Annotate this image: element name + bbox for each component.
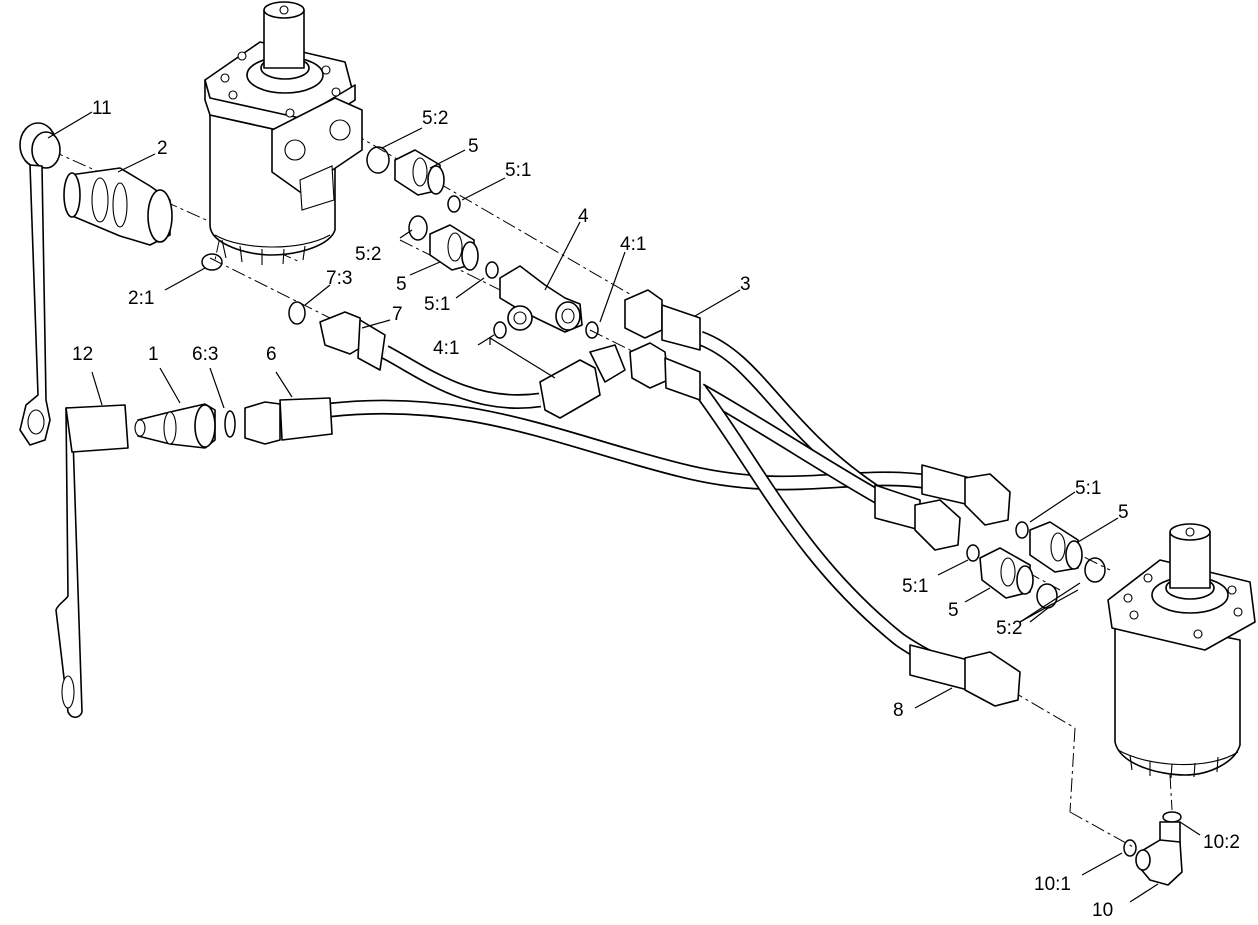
hose-8-end-fitting xyxy=(909,644,1021,707)
adapter-5-top xyxy=(394,149,445,196)
callout-2: 2 xyxy=(157,138,168,159)
o-ring-4-1-upper xyxy=(585,321,599,339)
hose-7 xyxy=(381,345,542,409)
adapter-5-right xyxy=(1029,521,1083,573)
callout-10: 10 xyxy=(1092,900,1113,921)
hose-7-tee-fitting xyxy=(539,344,626,419)
callout-7: 7 xyxy=(392,304,403,325)
hose-6-end-fitting xyxy=(244,397,333,445)
callout-5-2-top: 5:2 xyxy=(422,108,448,129)
o-ring-5-1-right xyxy=(1015,521,1029,539)
callout-4: 4 xyxy=(578,206,589,227)
callout-5-top: 5 xyxy=(468,136,479,157)
male-coupler-1 xyxy=(134,403,216,449)
o-ring-2-1 xyxy=(201,253,223,271)
o-ring-5-2-top xyxy=(366,146,390,174)
female-coupler-2 xyxy=(63,167,173,246)
hose-upper-cross xyxy=(696,383,884,505)
o-ring-10-1 xyxy=(1123,839,1137,857)
elbow-fitting-10 xyxy=(1135,821,1183,886)
callout-5-2-right: 5:2 xyxy=(996,618,1022,639)
dust-plug-12 xyxy=(55,404,129,719)
adapter-5-right-low xyxy=(979,547,1034,599)
callout-5-right-low: 5 xyxy=(948,600,959,621)
o-ring-5-2-mid xyxy=(408,215,428,241)
hose-7-end-fitting xyxy=(319,311,386,371)
hose-3-right-fitting xyxy=(874,484,961,551)
callout-10-1: 10:1 xyxy=(1034,874,1071,895)
callout-12: 12 xyxy=(72,344,93,365)
lower-hydraulic-motor xyxy=(1107,523,1256,779)
hose-3-end-fitting xyxy=(624,289,701,351)
callout-5-1-mid: 5:1 xyxy=(424,294,450,315)
callout-1: 1 xyxy=(148,344,159,365)
leader-lines xyxy=(47,111,1201,903)
o-ring-5-2-right-upper xyxy=(1084,557,1106,583)
callout-7-3: 7:3 xyxy=(326,268,352,289)
o-ring-5-1-top xyxy=(447,195,461,213)
adapter-5-mid xyxy=(429,224,479,271)
callout-4-1-upper: 4:1 xyxy=(620,234,646,255)
callout-5-1-right: 5:1 xyxy=(1075,478,1101,499)
callout-2-1: 2:1 xyxy=(128,288,154,309)
callout-5-right: 5 xyxy=(1118,502,1129,523)
callout-5-mid: 5 xyxy=(396,274,407,295)
hose-upper-cross-fitting xyxy=(629,342,701,401)
o-ring-4-1-lower xyxy=(493,321,507,339)
callout-8: 8 xyxy=(893,700,904,721)
o-ring-5-1-mid xyxy=(485,261,499,279)
o-ring-6-3 xyxy=(224,410,236,438)
callout-6: 6 xyxy=(266,344,277,365)
tee-fitting-4 xyxy=(499,265,583,333)
callout-11: 11 xyxy=(92,98,112,119)
callout-5-2-mid: 5:2 xyxy=(355,244,381,265)
callout-5-1-right-low: 5:1 xyxy=(902,576,928,597)
hose-6-right-fitting xyxy=(921,464,1011,526)
upper-hydraulic-motor xyxy=(204,1,363,265)
callout-4-1-lower: 4:1 xyxy=(433,338,459,359)
callout-6-3: 6:3 xyxy=(192,344,218,365)
callout-5-1-top: 5:1 xyxy=(505,160,531,181)
dust-cap-strap xyxy=(19,122,61,446)
o-ring-7-3 xyxy=(288,301,306,325)
callout-3: 3 xyxy=(740,274,751,295)
callout-10-2: 10:2 xyxy=(1203,832,1240,853)
o-ring-10-2 xyxy=(1162,811,1182,823)
o-ring-5-2-right-lower xyxy=(1036,583,1058,609)
callout-labels: 11 2 2:1 12 1 6:3 6 7:3 7 5:2 5 5:1 5:2 … xyxy=(72,98,1240,921)
o-ring-5-1-right-low xyxy=(966,544,980,562)
